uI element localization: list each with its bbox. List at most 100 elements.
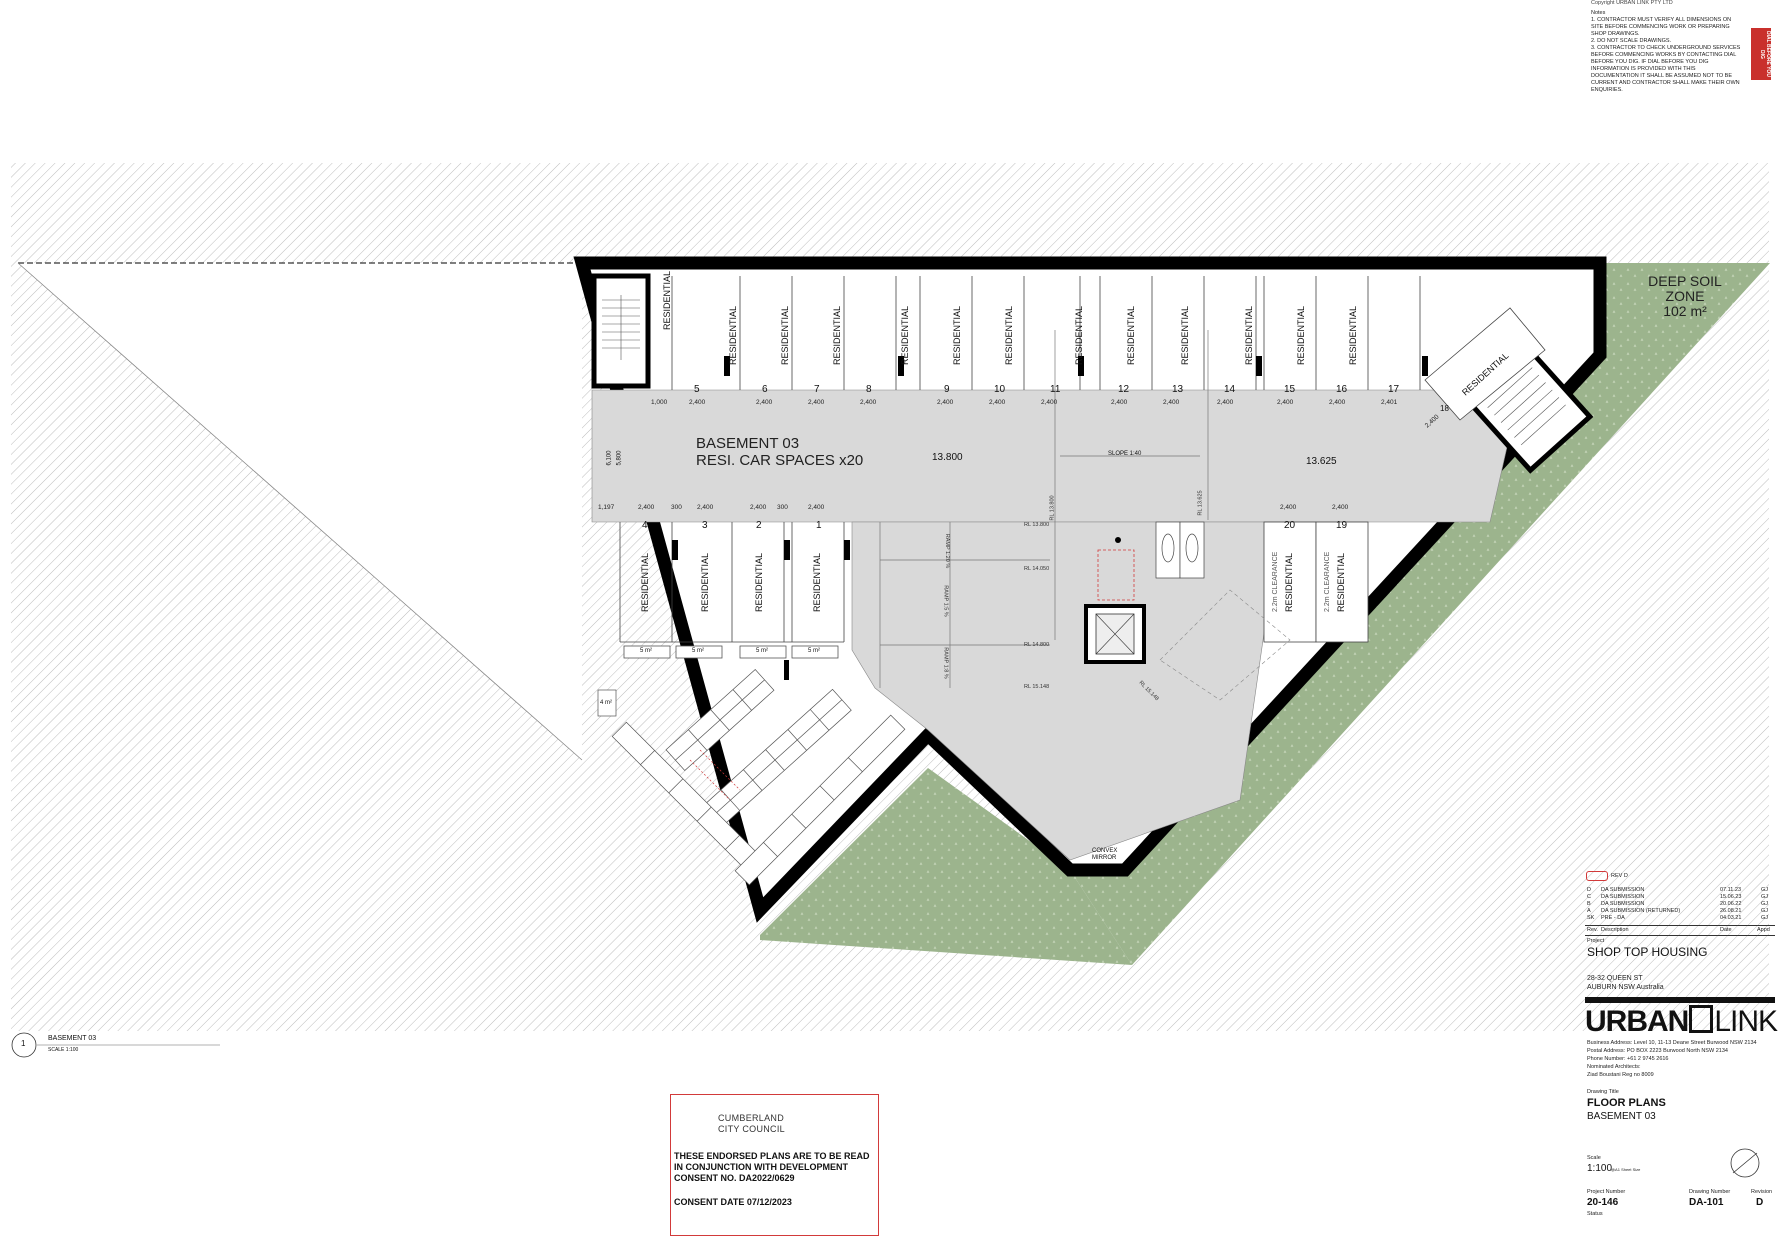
logo-mark-icon [1689, 1005, 1714, 1033]
space-number: 16 [1336, 384, 1348, 395]
space-number: 1 [816, 520, 822, 531]
dimension-text: 2,400 [750, 504, 767, 511]
rev-desc: DA SUBMISSION [1601, 901, 1645, 907]
rev-date: 20.06.22 [1720, 901, 1742, 907]
clearance-label-20: 2.2m CLEARANCE [1272, 551, 1279, 612]
space-number: 8 [866, 384, 872, 395]
ramp-label: RAMP 1:8 % [942, 647, 949, 679]
nominated-label: Nominated Architects: [1587, 1064, 1641, 1070]
deep-soil-label: DEEP SOIL ZONE 102 m² [1640, 274, 1730, 319]
convex-mirror-label: CONVEX MIRROR [1092, 848, 1118, 861]
space-label-16: RESIDENTIAL [1296, 305, 1306, 365]
space-number: 15 [1284, 384, 1296, 395]
dimension-text: 2,400 [689, 399, 706, 406]
space-number: 10 [994, 384, 1006, 395]
rev-code: C [1587, 894, 1591, 900]
council-name: CUMBERLAND CITY COUNCIL [718, 1113, 785, 1135]
rev-header-date: Date [1720, 927, 1732, 933]
space-label-15: RESIDENTIAL [1244, 305, 1254, 365]
dimension-text: 2,400 [1277, 399, 1294, 406]
storage-label: 5 m² [640, 648, 652, 654]
dimension-text: 2,400 [638, 504, 655, 511]
logo-link: LINK [1714, 1005, 1778, 1038]
space-label-14: RESIDENTIAL [1180, 305, 1190, 365]
deep-soil-line2: ZONE [1665, 288, 1705, 304]
dial-before-you-dig-logo: DIAL BEFORE YOU DIG [1751, 28, 1771, 80]
side-dimension: 5,800 [616, 450, 623, 466]
note-2: 2. DO NOT SCALE DRAWINGS. [1591, 38, 1672, 44]
space-label-13: RESIDENTIAL [1126, 305, 1136, 365]
consent-date: CONSENT DATE 07/12/2023 [674, 1197, 792, 1207]
drawing-number-label: Drawing Number [1689, 1189, 1731, 1195]
space-label-5: RESIDENTIAL [662, 270, 672, 330]
space-number: 20 [1284, 520, 1296, 531]
rev-code: SK [1587, 915, 1595, 921]
rev-header-rev: Rev. [1587, 927, 1598, 933]
rev-desc: DA SUBMISSION [1601, 887, 1645, 893]
space-number: 7 [814, 384, 820, 395]
architect-name: Ziad Boustani Reg no 8009 [1587, 1072, 1654, 1078]
driveway-aisle [591, 389, 1521, 523]
rev-desc: PRE - DA [1601, 915, 1625, 921]
storage-label: 5 m² [808, 648, 820, 654]
rev-cloud-label: REV D [1611, 873, 1628, 879]
revision-value: D [1756, 1197, 1764, 1208]
dimension-text: 300 [671, 504, 682, 511]
rl-label: RL 15.148 [1024, 684, 1050, 690]
dimension-text: 2,400 [756, 399, 773, 406]
space-number: 13 [1172, 384, 1184, 395]
project-number: 20-146 [1587, 1197, 1619, 1208]
rev-appd: GJ [1761, 894, 1769, 900]
drawing-title: FLOOR PLANS [1587, 1097, 1666, 1109]
space-label-2: RESIDENTIAL [754, 552, 764, 612]
rl-label: RL 13.800 [1049, 495, 1056, 521]
rev-date: 26.08.21 [1720, 908, 1742, 914]
scale-value: 1:100 [1587, 1163, 1613, 1174]
north-arrow-icon [1730, 1148, 1760, 1178]
stamp-body-text: THESE ENDORSED PLANS ARE TO BE READ IN C… [674, 1151, 870, 1183]
storage-label: 5 m² [756, 648, 768, 654]
dimension-text: 1,197 [598, 504, 615, 511]
storage-label: 5 m² [692, 648, 704, 654]
slope-label: SLOPE 1:40 [1108, 451, 1142, 457]
rev-date: 15.06.23 [1720, 894, 1742, 900]
space-label-7: RESIDENTIAL [780, 305, 790, 365]
rl-label: RL 13.625 [1197, 490, 1204, 516]
copyright-text: Copyright URBAN LINK PTY LTD [1591, 0, 1673, 6]
project-label: Project [1587, 938, 1605, 944]
cage-label: 4 m² [600, 700, 612, 706]
space-number: 18 [1440, 404, 1449, 413]
space-label-17: RESIDENTIAL [1348, 305, 1358, 365]
space-number: 14 [1224, 384, 1236, 395]
space-number: 17 [1388, 384, 1400, 395]
council-consent-stamp: CUMBERLAND CITY COUNCIL THESE ENDORSED P… [670, 1094, 879, 1236]
rev-desc: DA SUBMISSION [1601, 894, 1645, 900]
rev-date: 07.11.23 [1720, 887, 1742, 893]
space-number: 12 [1118, 384, 1130, 395]
deep-soil-line1: DEEP SOIL [1648, 273, 1722, 289]
project-number-label: Project Number [1587, 1189, 1626, 1195]
space-label-19: RESIDENTIAL [1336, 552, 1346, 612]
level-marker-2: 13.625 [1306, 456, 1337, 467]
space-number: 2 [756, 520, 762, 531]
dimension-text: 2,400 [1041, 399, 1058, 406]
space-label-6: RESIDENTIAL [728, 305, 738, 365]
rev-cloud-icon [1586, 871, 1608, 881]
title-block: REV D D DA SUBMISSION 07.11.23 GJ C DA S… [1585, 865, 1778, 1235]
rev-header-desc: Description [1601, 927, 1629, 933]
dimension-text: 2,400 [1280, 504, 1297, 511]
postal-address: Postal Address: PO BOX 2223 Burwood Nort… [1587, 1048, 1728, 1054]
address-line2: AUBURN NSW Australia [1587, 984, 1664, 991]
space-number: 5 [694, 384, 700, 395]
rev-appd: GJ [1761, 908, 1769, 914]
business-address: Business Address: Level 10, 11-13 Deane … [1587, 1040, 1757, 1046]
dimension-text: 2,400 [989, 399, 1006, 406]
ramp-label: RAMP 1:5 % [942, 585, 949, 617]
basement-title-line1: BASEMENT 03 [696, 435, 800, 452]
space-number: 9 [944, 384, 950, 395]
rev-code: A [1587, 908, 1591, 914]
space-number: 11 [1050, 384, 1061, 395]
project-name: SHOP TOP HOUSING [1587, 945, 1708, 959]
